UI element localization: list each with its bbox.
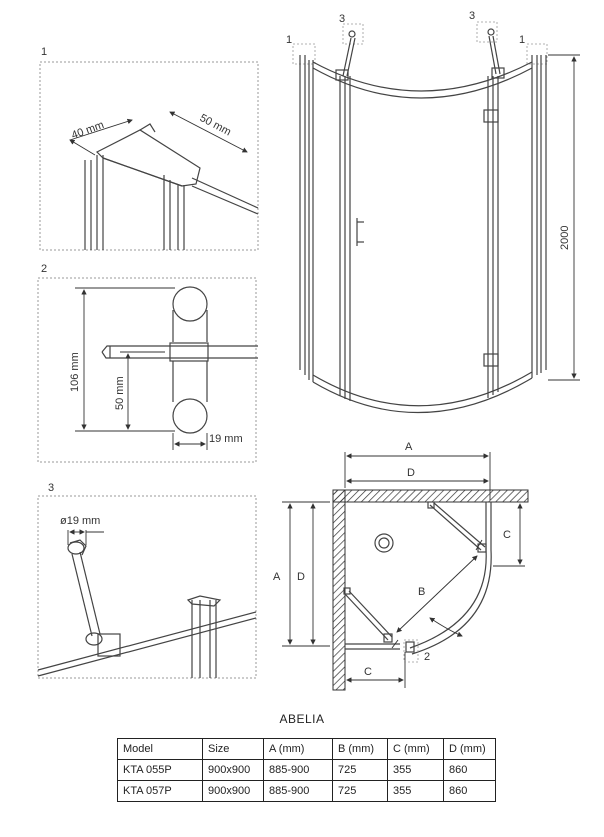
dim-50mm: 50 mm xyxy=(198,112,233,138)
shower-enclosure-view: 1 3 3 1 xyxy=(286,10,580,414)
plan-view: A D A D B C C 2 xyxy=(273,441,529,691)
callout-1-left: 1 xyxy=(286,34,292,46)
dim-106mm: 106 mm xyxy=(69,352,81,392)
header-c: C (mm) xyxy=(387,738,444,760)
spec-table-title: ABELIA xyxy=(279,712,325,726)
cell-a: 885-900 xyxy=(263,759,333,781)
dim-dia-19mm: ø19 mm xyxy=(60,515,100,527)
header-d: D (mm) xyxy=(443,738,496,760)
header-b: B (mm) xyxy=(332,738,388,760)
panel-3-number: 3 xyxy=(48,482,54,494)
header-size: Size xyxy=(202,738,264,760)
cell-b: 725 xyxy=(332,759,388,781)
plan-label-C-right: C xyxy=(503,529,511,541)
plan-label-A-left: A xyxy=(273,571,281,583)
height-2000: 2000 xyxy=(559,226,571,250)
cell-model: KTA 057P xyxy=(117,780,203,802)
dim-50mm-vertical: 50 mm xyxy=(114,376,126,410)
header-a: A (mm) xyxy=(263,738,333,760)
cell-d: 860 xyxy=(443,759,496,781)
cell-c: 355 xyxy=(387,759,444,781)
plan-label-B: B xyxy=(418,586,425,598)
plan-label-A-top: A xyxy=(405,441,413,453)
cell-size: 900x900 xyxy=(202,759,264,781)
plan-label-D-left: D xyxy=(297,571,305,583)
callout-1-right: 1 xyxy=(519,34,525,46)
table-row: KTA 055P 900x900 885-900 725 355 860 xyxy=(117,759,496,781)
dim-40mm: 40 mm xyxy=(70,119,106,142)
cell-c: 355 xyxy=(387,780,444,802)
cell-size: 900x900 xyxy=(202,780,264,802)
cell-model: KTA 055P xyxy=(117,759,203,781)
panel-1-number: 1 xyxy=(41,46,47,58)
detail-panel-2: 2 106 mm xyxy=(37,263,258,463)
spec-table-header-row: Model Size A (mm) B (mm) C (mm) D (mm) xyxy=(117,738,496,760)
cell-a: 885-900 xyxy=(263,780,333,802)
callout-3-left: 3 xyxy=(339,13,345,25)
header-model: Model xyxy=(117,738,203,760)
plan-label-C-bottom: C xyxy=(364,666,372,678)
panel-2-number: 2 xyxy=(41,263,47,275)
callout-3-right: 3 xyxy=(469,10,475,22)
table-row: KTA 057P 900x900 885-900 725 355 860 xyxy=(117,780,496,802)
cell-d: 860 xyxy=(443,780,496,802)
detail-panel-3: 3 ø19 mm xyxy=(37,482,257,679)
dim-19mm: 19 mm xyxy=(209,433,243,445)
plan-callout-2: 2 xyxy=(424,651,430,663)
spec-table: Model Size A (mm) B (mm) C (mm) D (mm) K… xyxy=(117,738,496,802)
detail-panel-1: 1 40 mm 50 mm xyxy=(39,46,259,251)
plan-label-D-top: D xyxy=(407,467,415,479)
cell-b: 725 xyxy=(332,780,388,802)
